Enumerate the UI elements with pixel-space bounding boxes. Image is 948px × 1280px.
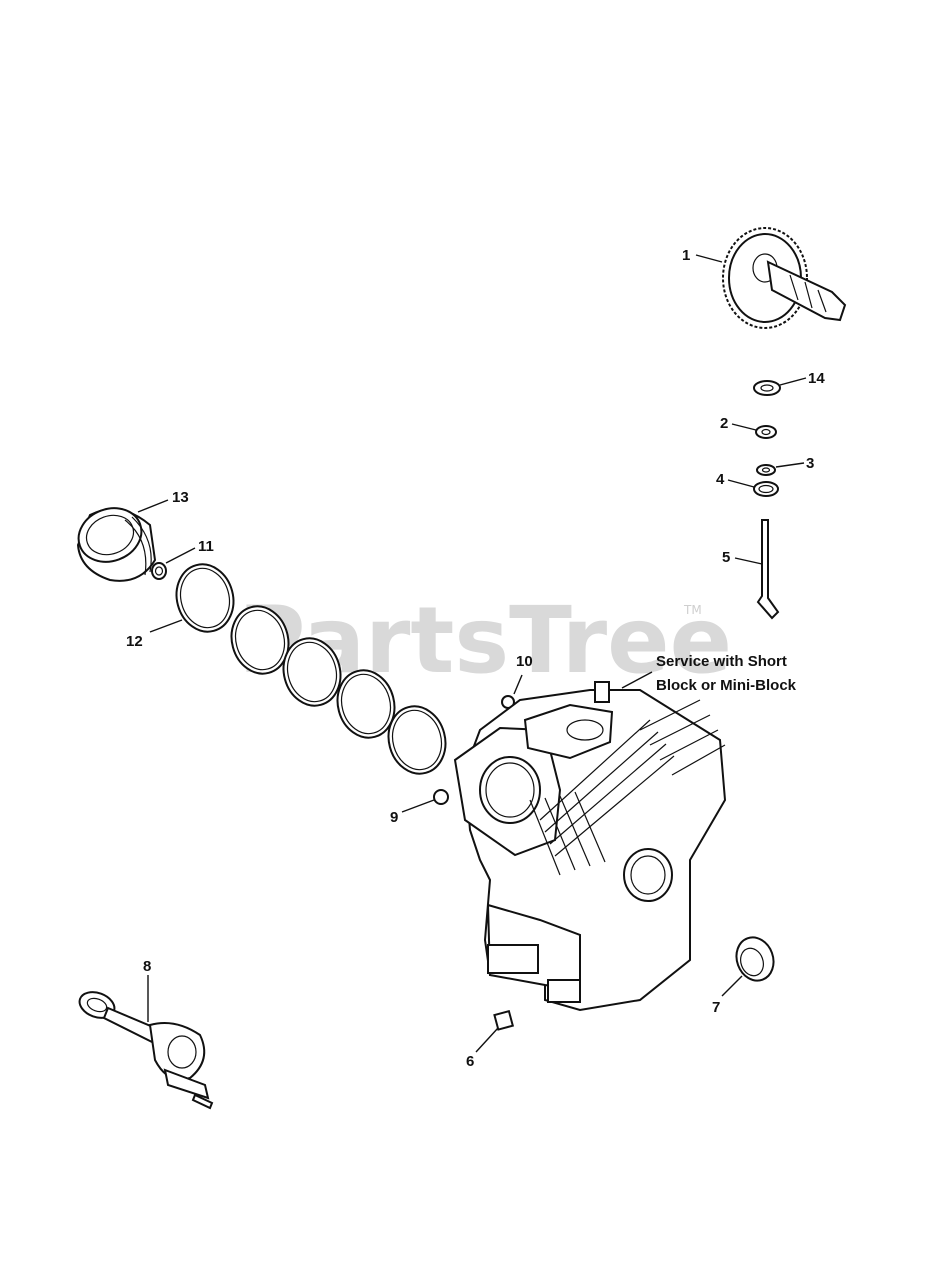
callout-2: 2 bbox=[720, 415, 728, 432]
oil-seal-7-part[interactable] bbox=[731, 932, 780, 986]
callout-7: 7 bbox=[712, 999, 720, 1016]
callout-12: 12 bbox=[126, 633, 143, 650]
callout-1: 1 bbox=[682, 247, 690, 264]
callout-8: 8 bbox=[143, 958, 151, 975]
nut-3-part[interactable] bbox=[756, 464, 776, 476]
callout-3: 3 bbox=[806, 455, 814, 472]
service-note-line1: Service with Short bbox=[656, 653, 787, 670]
service-note-line2: Block or Mini-Block bbox=[656, 677, 797, 694]
washer-14-part[interactable] bbox=[753, 380, 781, 396]
washer-4-part[interactable] bbox=[753, 481, 779, 497]
dowel-9-part[interactable] bbox=[433, 789, 449, 805]
engine-block-part[interactable] bbox=[453, 681, 727, 1012]
callout-10: 10 bbox=[516, 653, 533, 670]
nut-2-part[interactable] bbox=[755, 425, 777, 439]
piston-13-part[interactable] bbox=[71, 500, 157, 582]
callout-4: 4 bbox=[716, 471, 725, 488]
watermark-trademark: TM bbox=[683, 603, 702, 617]
callout-5: 5 bbox=[722, 549, 730, 566]
callout-13: 13 bbox=[172, 489, 189, 506]
callout-6: 6 bbox=[466, 1053, 474, 1070]
connecting-rod-8-part[interactable] bbox=[76, 988, 214, 1110]
clip-11-part[interactable] bbox=[151, 562, 167, 580]
plug-6-part[interactable] bbox=[493, 1009, 515, 1031]
callout-9: 9 bbox=[390, 809, 398, 826]
piston-rings-12-part[interactable] bbox=[169, 558, 453, 780]
rod-5-part[interactable] bbox=[756, 519, 780, 620]
callout-11: 11 bbox=[198, 538, 214, 555]
callout-14: 14 bbox=[808, 370, 825, 387]
camshaft-gear-part[interactable] bbox=[722, 227, 847, 329]
